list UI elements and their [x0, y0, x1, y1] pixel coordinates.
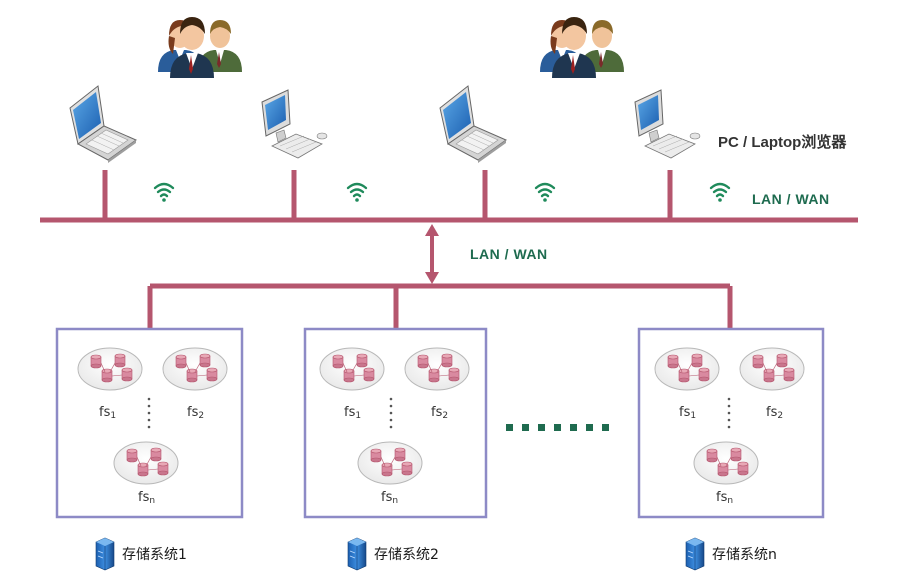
lan-wan-label-mid: LAN / WAN	[470, 246, 548, 262]
database-cluster-icon	[113, 441, 179, 485]
wifi-icon	[534, 182, 556, 204]
more-systems-ellipsis	[506, 424, 609, 431]
database-cluster-icon	[319, 347, 385, 391]
wifi-icon	[709, 182, 731, 204]
database-cluster-icon	[357, 441, 423, 485]
fs-label: fs1	[344, 405, 362, 421]
laptop-icon	[69, 85, 137, 164]
user-group-icon	[540, 17, 624, 78]
wifi-icon	[346, 182, 368, 204]
database-cluster-icon	[654, 347, 720, 391]
server-icon	[347, 537, 367, 571]
fs-label: fsn	[716, 490, 734, 506]
storage-system-box	[55, 327, 244, 519]
database-cluster-icon	[739, 347, 805, 391]
user-group-icon	[158, 17, 242, 78]
fs-label: fs2	[431, 405, 449, 421]
lan-wan-label-top: LAN / WAN	[752, 191, 830, 207]
fs-label: fs2	[766, 405, 784, 421]
fs-label: fsn	[381, 490, 399, 506]
ellipsis-dots	[727, 397, 731, 429]
pc-browser-label: PC / Laptop浏览器	[718, 134, 847, 151]
wifi-icon	[153, 182, 175, 204]
server-icon	[95, 537, 115, 571]
fs-label: fs1	[99, 405, 117, 421]
storage-system-box	[637, 327, 825, 519]
desktop-pc-icon	[634, 89, 701, 159]
ellipsis-dots	[389, 397, 393, 429]
server-icon	[685, 537, 705, 571]
uplink-double-arrow	[425, 224, 439, 284]
fs-label: fsn	[138, 490, 156, 506]
network-lines	[40, 170, 858, 328]
database-cluster-icon	[404, 347, 470, 391]
storage-system-name: 存储系统2	[374, 547, 439, 563]
storage-system-box	[303, 327, 488, 519]
laptop-icon	[439, 85, 507, 164]
database-cluster-icon	[77, 347, 143, 391]
storage-system-name: 存储系统1	[122, 547, 187, 563]
fs-label: fs2	[187, 405, 205, 421]
ellipsis-dots	[147, 397, 151, 429]
storage-system-name: 存储系统n	[712, 547, 777, 563]
desktop-pc-icon	[261, 89, 328, 159]
fs-label: fs1	[679, 405, 697, 421]
database-cluster-icon	[162, 347, 228, 391]
database-cluster-icon	[693, 441, 759, 485]
